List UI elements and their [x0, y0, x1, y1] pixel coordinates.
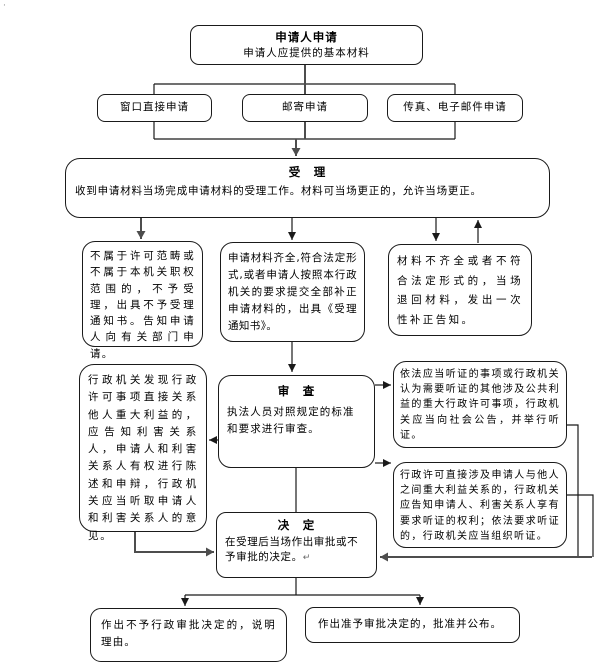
node-decision-approve: 作出准予审批决定的，批准并公布。 [305, 607, 520, 643]
node-title: 审 查 [277, 384, 316, 398]
node-body: 行政许可直接涉及申请人与他人之间重大利益关系的，行政机关应告知申请人、利害关系人… [400, 470, 560, 542]
node-body: 作出不予行政审批决定的，说明理由。 [101, 619, 276, 648]
node-body: 在受理后当场作出审批或不予审批的决定。↵ [217, 533, 376, 568]
node-applicant-application: 申请人申请 申请人应提供的基本材料 [190, 25, 423, 65]
node-body: 不属于许可范畴或不属于本机关职权范围的，不予受理，出具不予受理通知书。告知申请人… [90, 250, 195, 360]
node-body-text: 在受理后当场作出审批或不予审批的决定。 [225, 536, 359, 563]
node-body: 依法应当听证的事项或行政机关认为需要听证的其他涉及公共利益的重大行政许可事项，行… [400, 369, 560, 441]
node-decision-deny: 作出不予行政审批决定的，说明理由。 [90, 608, 287, 662]
node-acceptance: 受 理 收到申请材料当场完成申请材料的受理工作。材料可当场更正的，允许当场更正。 [65, 158, 550, 218]
node-title: 受 理 [288, 165, 327, 179]
node-label: 邮寄申请 [282, 101, 328, 113]
node-outcome-return-materials: 材料不齐全或者不符合法定形式的，当场退回材料，发出一次性补正告知。 [388, 244, 532, 336]
node-title: 申请人申请 [275, 30, 338, 44]
node-fax-email-application: 传真、电子邮件申请 [387, 94, 523, 122]
node-public-hearing: 依法应当听证的事项或行政机关认为需要听证的其他涉及公共利益的重大行政许可事项，行… [393, 361, 567, 448]
node-outcome-not-accepted: 不属于许可范畴或不属于本机关职权范围的，不予受理，出具不予受理通知书。告知申请人… [82, 241, 203, 360]
node-body: 收到申请材料当场完成申请材料的受理工作。材料可当场更正的，允许当场更正。 [75, 185, 482, 197]
node-label: 传真、电子邮件申请 [403, 101, 507, 113]
node-body: 材料不齐全或者不符合法定形式的，当场退回材料，发出一次性补正告知。 [397, 255, 523, 326]
node-body: 申请人应提供的基本材料 [243, 47, 370, 59]
node-decision: 决 定 在受理后当场作出审批或不予审批的决定。↵ [216, 512, 377, 578]
paragraph-return-mark: ↵ [302, 553, 311, 563]
page-corner-artifact: · [3, 1, 6, 11]
node-body: 行政机关发现行政许可事项直接关系他人重大利益的，应告知利害关系人，申请人和利害关… [88, 374, 198, 542]
node-body: 申请材料齐全,符合法定形式,或者申请人按照本行政机关的要求提交全部补正申请材料的… [228, 252, 357, 332]
node-outcome-accepted-notice: 申请材料齐全,符合法定形式,或者申请人按照本行政机关的要求提交全部补正申请材料的… [220, 242, 365, 342]
node-notify-interested-parties: 行政机关发现行政许可事项直接关系他人重大利益的，应告知利害关系人，申请人和利害关… [79, 364, 207, 542]
node-window-application: 窗口直接申请 [97, 94, 212, 122]
node-title: 决 定 [277, 518, 316, 532]
node-review: 审 查 执法人员对照规定的标准和要求进行审查。 [218, 375, 375, 468]
node-body: 作出准予审批决定的，批准并公布。 [318, 618, 502, 630]
node-hearing-rights: 行政许可直接涉及申请人与他人之间重大利益关系的，行政机关应告知申请人、利害关系人… [393, 462, 567, 548]
node-mail-application: 邮寄申请 [242, 94, 368, 122]
node-label: 窗口直接申请 [120, 101, 189, 113]
node-body: 执法人员对照规定的标准和要求进行审查。 [227, 406, 355, 435]
